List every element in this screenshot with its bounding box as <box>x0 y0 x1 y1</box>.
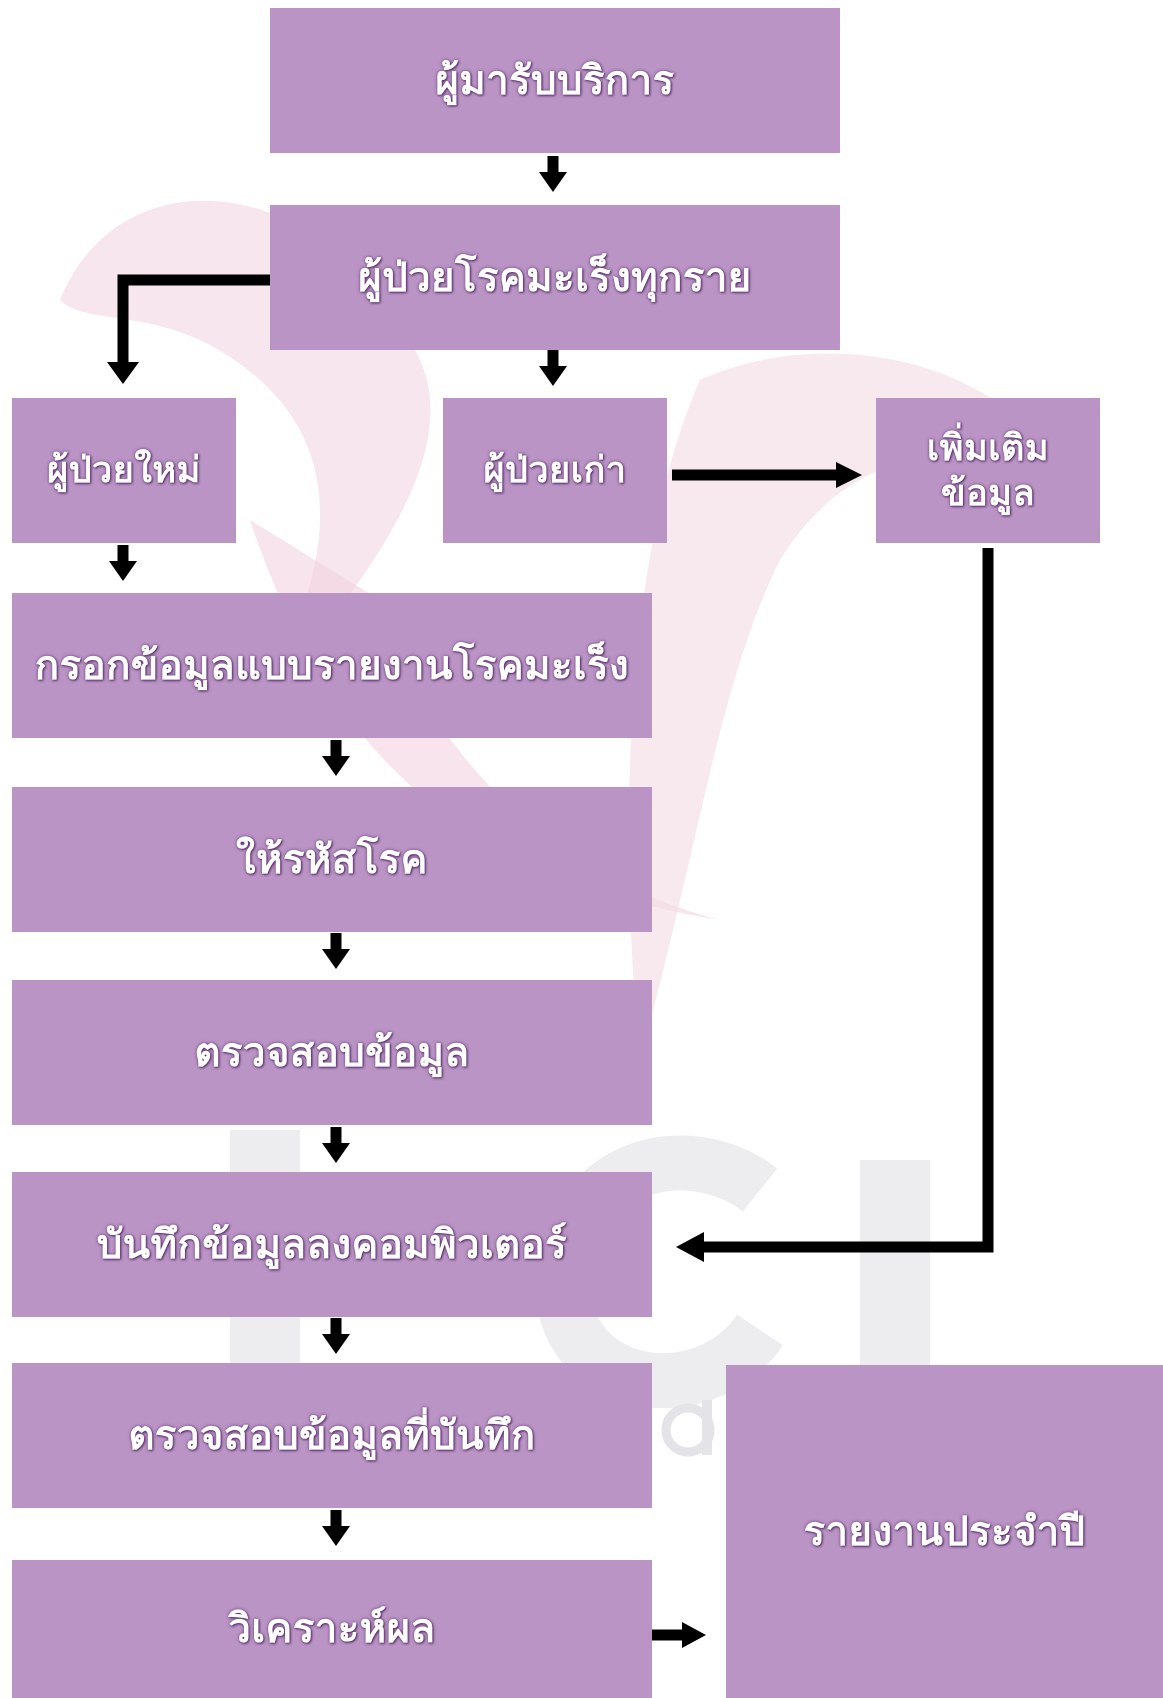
box-fill-report-form: กรอกข้อมูลแบบรายงานโรคมะเร็ง <box>12 593 652 738</box>
box-annual-report-label: รายงานประจำปี <box>803 1508 1086 1555</box>
box-verify-data-label: ตรวจสอบข้อมูล <box>194 1029 470 1076</box>
box-annual-report: รายงานประจำปี <box>726 1365 1163 1698</box>
box-analyze-results: วิเคราะห์ผล <box>12 1560 652 1698</box>
box-verify-recorded-data: ตรวจสอบข้อมูลที่บันทึก <box>12 1363 652 1508</box>
box-additional-info-label: เพิ่มเติม ข้อมูล <box>926 427 1050 514</box>
box-verify-data: ตรวจสอบข้อมูล <box>12 980 652 1125</box>
box-assign-disease-code-label: ให้รหัสโรค <box>236 836 428 883</box>
box-old-patients: ผู้ป่วยเก่า <box>443 398 667 543</box>
box-record-to-computer: บันทึกข้อมูลลงคอมพิวเตอร์ <box>12 1172 652 1317</box>
box-old-patients-label: ผู้ป่วยเก่า <box>483 450 627 491</box>
box-fill-report-form-label: กรอกข้อมูลแบบรายงานโรคมะเร็ง <box>34 642 630 689</box>
box-assign-disease-code: ให้รหัสโรค <box>12 787 652 932</box>
box-analyze-results-label: วิเคราะห์ผล <box>228 1606 436 1652</box>
box-all-cancer-patients: ผู้ป่วยโรคมะเร็งทุกราย <box>270 205 840 350</box>
box-additional-info: เพิ่มเติม ข้อมูล <box>876 398 1100 543</box>
box-record-to-computer-label: บันทึกข้อมูลลงคอมพิวเตอร์ <box>96 1221 568 1268</box>
box-service-recipients-label: ผู้มารับบริการ <box>435 57 675 104</box>
box-new-patients: ผู้ป่วยใหม่ <box>12 398 236 543</box>
box-all-cancer-patients-label: ผู้ป่วยโรคมะเร็งทุกราย <box>358 254 752 301</box>
box-new-patients-label: ผู้ป่วยใหม่ <box>47 450 201 491</box>
box-verify-recorded-data-label: ตรวจสอบข้อมูลที่บันทึก <box>128 1412 536 1459</box>
box-service-recipients: ผู้มารับบริการ <box>270 8 840 153</box>
